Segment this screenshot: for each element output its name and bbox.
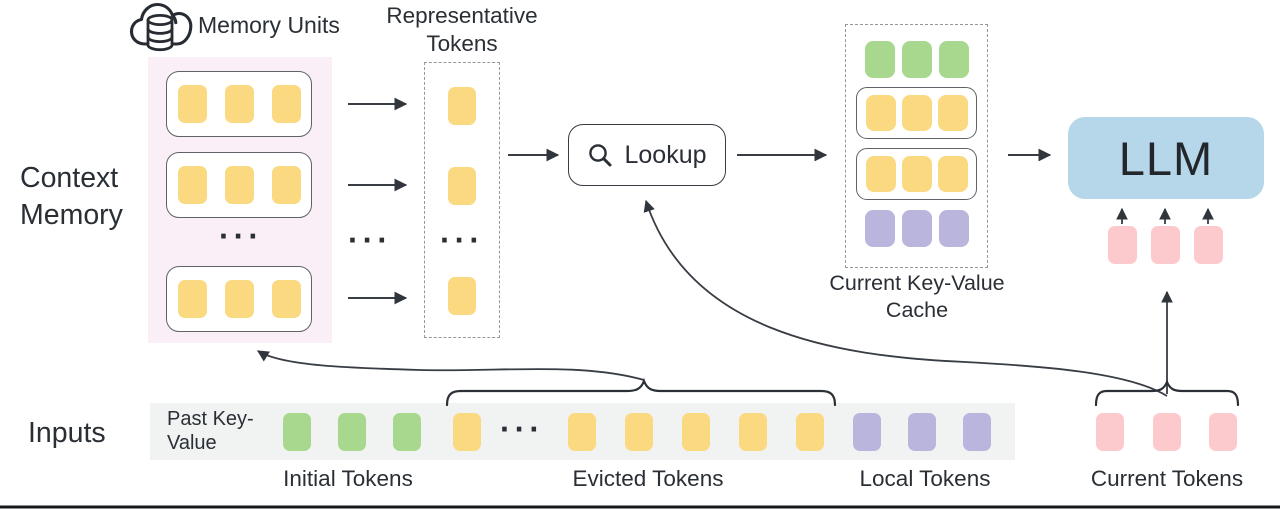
token xyxy=(177,280,207,318)
token xyxy=(271,166,301,204)
current-tokens-brace xyxy=(1094,379,1240,407)
token xyxy=(1209,413,1237,451)
token xyxy=(937,156,968,192)
token xyxy=(739,413,767,451)
token xyxy=(224,280,254,318)
initial-tokens-group xyxy=(283,413,421,451)
representative-tokens-ellipsis: ··· xyxy=(440,222,484,258)
current-tokens-label: Current Tokens xyxy=(1090,466,1244,491)
search-icon xyxy=(589,143,612,166)
token xyxy=(625,413,653,451)
token xyxy=(1194,226,1223,264)
token xyxy=(864,210,895,247)
llm-box: LLM xyxy=(1068,117,1264,199)
token xyxy=(901,41,932,78)
token xyxy=(901,210,932,247)
token xyxy=(937,95,968,131)
token xyxy=(901,95,932,131)
token xyxy=(963,413,991,451)
cache-memory-unit xyxy=(856,87,977,139)
arrow-evicted-to-memory xyxy=(257,350,645,381)
current-kv-cache-box xyxy=(845,24,988,268)
token xyxy=(448,87,476,125)
context-memory-label: Context Memory xyxy=(20,162,123,231)
lookup-button: Lookup xyxy=(568,124,726,186)
memory-database-icon xyxy=(129,2,193,52)
token xyxy=(865,95,896,131)
local-tokens-group xyxy=(853,413,991,451)
token xyxy=(338,413,366,451)
token xyxy=(865,156,896,192)
token xyxy=(448,167,476,205)
evicted-tokens-tail xyxy=(568,413,824,451)
initial-tokens-label: Initial Tokens xyxy=(283,466,413,491)
past-key-value-label: Past Key-Value xyxy=(167,408,254,454)
lookup-label: Lookup xyxy=(624,140,707,169)
representative-tokens-label: Representative Tokens xyxy=(386,3,538,56)
token xyxy=(938,41,969,78)
token xyxy=(938,210,969,247)
token xyxy=(177,166,207,204)
memory-arrows-ellipsis: ··· xyxy=(348,222,392,258)
token xyxy=(271,85,301,123)
representative-token-slot xyxy=(448,167,476,205)
evicted-tokens-brace xyxy=(445,377,837,407)
token xyxy=(177,85,207,123)
cache-local-tokens-row xyxy=(846,210,987,247)
evicted-tokens-head xyxy=(453,413,481,451)
token xyxy=(453,413,481,451)
token xyxy=(796,413,824,451)
token xyxy=(568,413,596,451)
token xyxy=(853,413,881,451)
memory-unit xyxy=(166,71,312,137)
llm-input-tokens xyxy=(1108,226,1223,264)
token xyxy=(864,41,895,78)
local-tokens-label: Local Tokens xyxy=(859,466,991,491)
current-tokens-group xyxy=(1096,413,1237,451)
token xyxy=(682,413,710,451)
memory-units-label: Memory Units xyxy=(198,12,340,38)
token xyxy=(1151,226,1180,264)
token xyxy=(393,413,421,451)
representative-token-slot xyxy=(448,277,476,315)
evicted-tokens-label: Evicted Tokens xyxy=(572,466,724,491)
current-kv-cache-label: Current Key-Value Cache xyxy=(829,271,1005,322)
memory-units-ellipsis: ··· xyxy=(219,218,263,254)
token xyxy=(908,413,936,451)
token xyxy=(224,85,254,123)
token xyxy=(448,277,476,315)
inputs-label: Inputs xyxy=(28,417,106,449)
token xyxy=(271,280,301,318)
token xyxy=(1152,413,1181,451)
token xyxy=(1096,413,1124,451)
evicted-tokens-ellipsis: ··· xyxy=(500,411,544,447)
token xyxy=(1108,226,1137,264)
llm-label: LLM xyxy=(1118,131,1214,185)
memory-unit xyxy=(166,152,312,218)
token xyxy=(901,156,932,192)
cache-memory-unit xyxy=(856,148,977,200)
memory-unit xyxy=(166,266,312,332)
token xyxy=(224,166,254,204)
context-memory-panel xyxy=(148,57,332,343)
representative-token-slot xyxy=(448,87,476,125)
representative-tokens-box xyxy=(424,62,500,338)
token xyxy=(283,413,311,451)
cache-initial-tokens-row xyxy=(846,41,987,78)
